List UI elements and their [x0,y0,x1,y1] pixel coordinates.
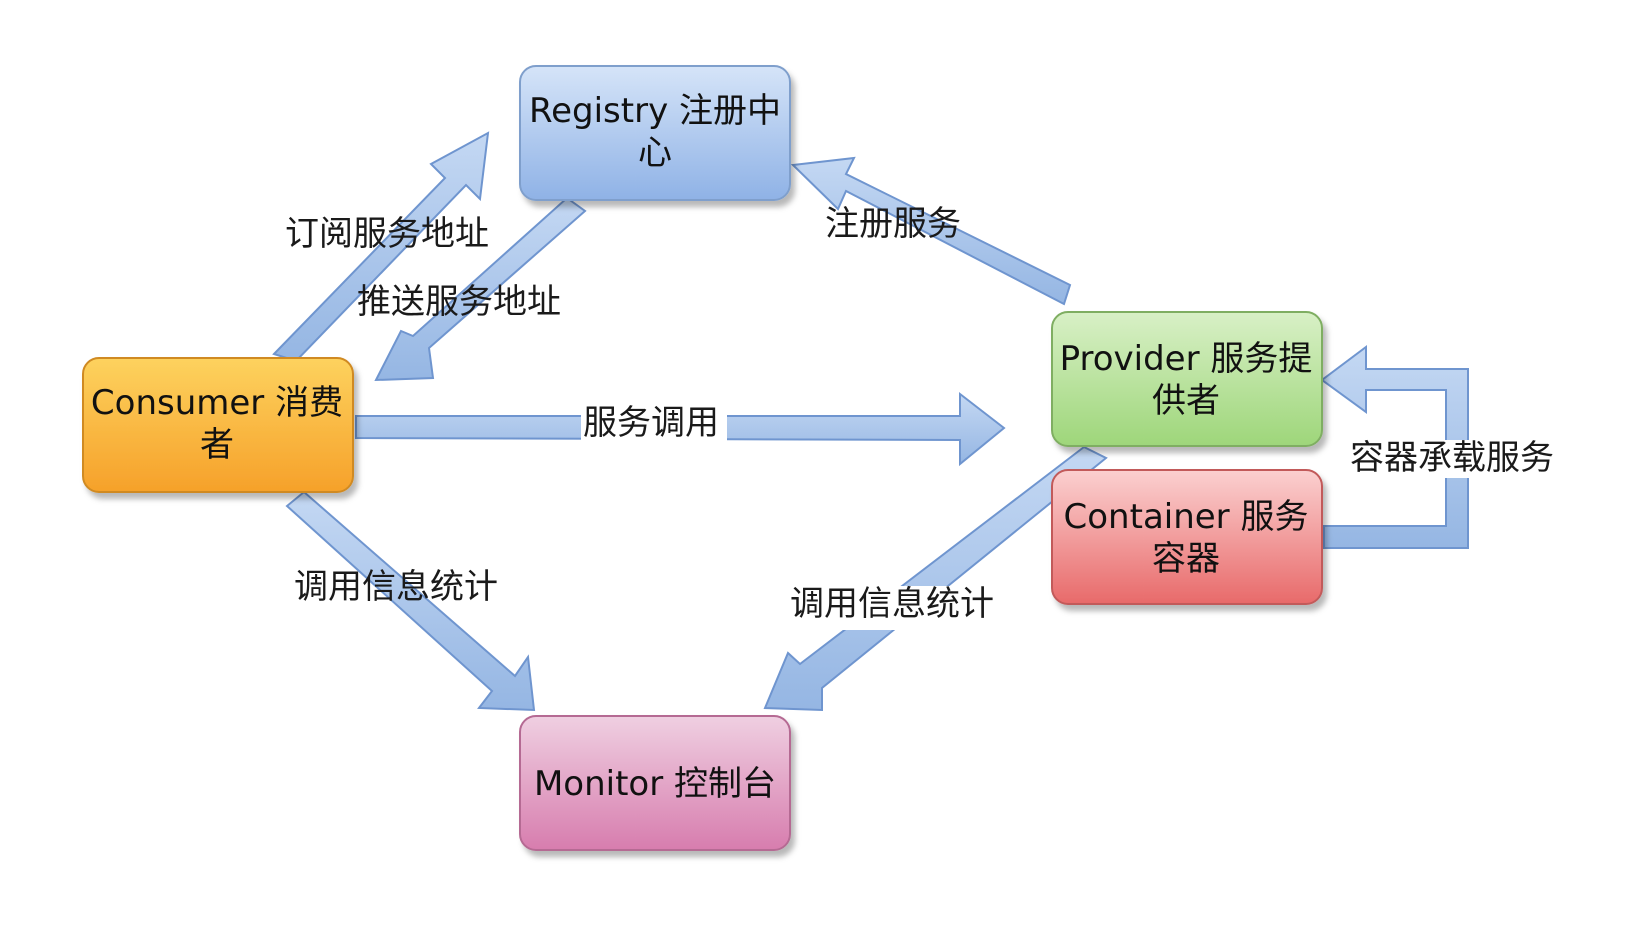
registry-label-line2: 心 [638,133,672,173]
registry-label-line1: Registry 注册中 [529,91,781,131]
provider-count-arrow [763,445,1108,712]
start-arrow [1320,345,1469,549]
monitor-node: Monitor 控制台 [519,715,791,851]
provider-label-line1: Provider 服务提 [1060,339,1313,379]
provider-count-label: 调用信息统计 [790,584,994,624]
subscribe-arrow [272,131,490,363]
register-arrow [790,156,1072,306]
consumer-label-line2: 者 [200,425,234,465]
invoke-label: 服务调用 [583,403,719,443]
start-label: 容器承载服务 [1350,438,1554,478]
container-node: Container 服务 容器 [1051,469,1323,605]
consumer-count-label: 调用信息统计 [294,567,498,607]
provider-label-line2: 供者 [1152,381,1220,421]
subscribe-label: 订阅服务地址 [285,214,489,254]
container-label-line2: 容器 [1152,539,1220,579]
registry-node: Registry 注册中 心 [519,65,791,201]
monitor-label: Monitor 控制台 [534,764,776,804]
notify-arrow [374,196,587,382]
consumer-count-arrow [285,490,536,712]
provider-count-label-background [788,586,1002,630]
start-label-background [1348,440,1562,478]
consumer-label-line1: Consumer 消费 [91,383,343,423]
consumer-node: Consumer 消费 者 [82,357,354,493]
notify-label: 推送服务地址 [357,282,561,322]
invoke-label-background [581,399,727,445]
container-label-line1: Container 服务 [1064,497,1309,537]
register-label: 注册服务 [825,204,961,244]
edge-labels: 订阅服务地址 推送服务地址 注册服务 服务调用 调用信息统计 调用信息统计 容器… [285,204,1562,630]
provider-node: Provider 服务提 供者 [1051,311,1323,447]
